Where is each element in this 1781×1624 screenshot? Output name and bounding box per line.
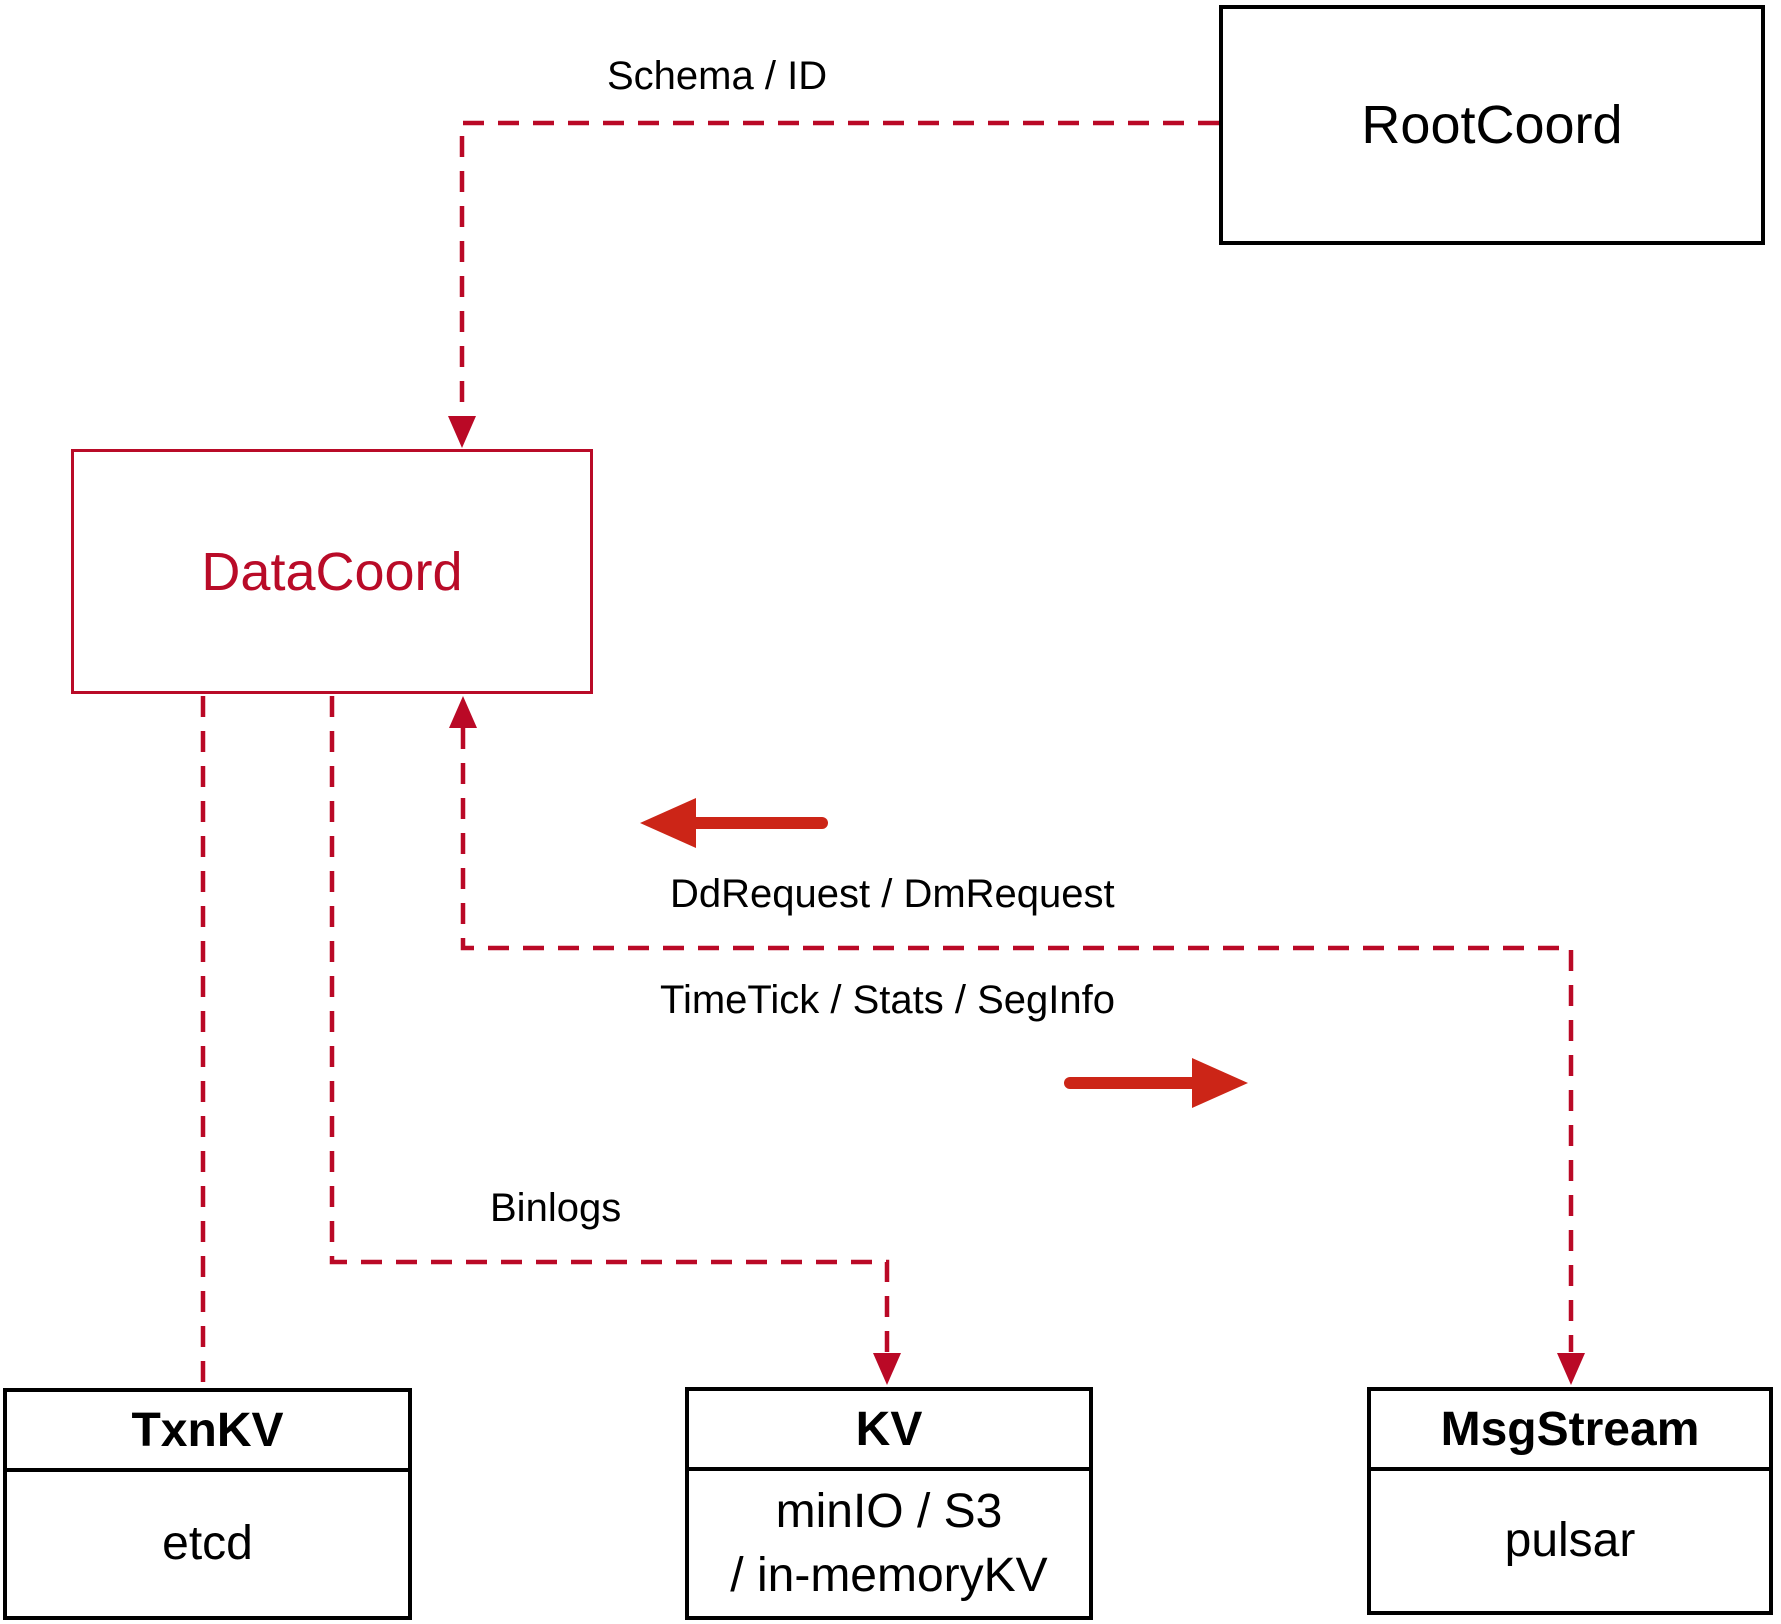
edge-msgstream-datacoord-bus [460,728,1574,1352]
node-msgstream-title: MsgStream [1371,1391,1769,1471]
edge-label-binlogs: Binlogs [490,1186,622,1230]
arrowhead-into-datacoord-top-icon [448,416,476,448]
arrowhead-into-datacoord-bottom-icon [449,696,477,728]
node-datacoord: DataCoord [71,449,593,694]
edge-label-schema-id: Schema / ID [607,54,828,98]
node-kv-body-line2: / in-memoryKV [730,1548,1048,1602]
edge-label-ddrequest-dmrequest: DdRequest / DmRequest [670,872,1115,916]
node-kv: KV minIO / S3 / in-memoryKV [685,1387,1093,1620]
node-rootcoord: RootCoord [1219,5,1765,245]
flow-arrow-left-icon [640,798,828,848]
node-txnkv-title: TxnKV [7,1392,408,1472]
edge-datacoord-to-kv [329,696,890,1352]
flow-arrow-right-icon [1064,1058,1248,1108]
edge-rootcoord-to-datacoord [459,120,1219,432]
edge-label-timetick-stats-seginfo: TimeTick / Stats / SegInfo [660,978,1115,1022]
node-rootcoord-label: RootCoord [1361,95,1623,155]
node-msgstream: MsgStream pulsar [1367,1387,1773,1615]
arrowhead-into-kv-icon [873,1353,901,1385]
node-kv-title: KV [689,1391,1089,1471]
node-txnkv: TxnKV etcd [3,1388,412,1620]
node-msgstream-body: pulsar [1504,1514,1636,1567]
arrowhead-into-msgstream-icon [1557,1353,1585,1385]
node-datacoord-label: DataCoord [201,541,463,602]
node-kv-body-line1: minIO / S3 [775,1484,1003,1538]
node-txnkv-body: etcd [162,1517,253,1570]
